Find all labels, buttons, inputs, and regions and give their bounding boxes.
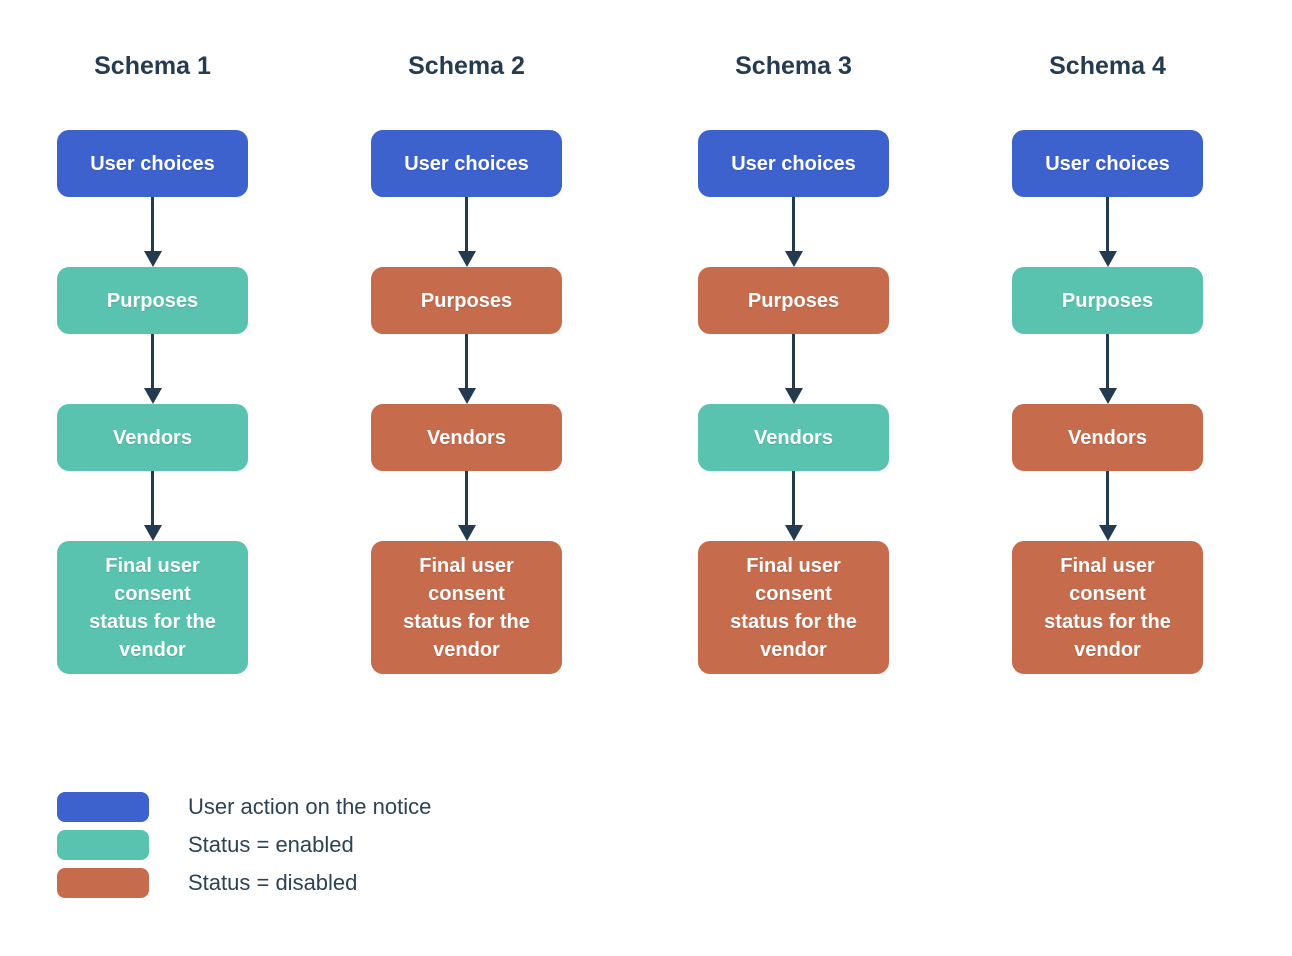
arrow-head-icon xyxy=(457,525,476,541)
legend: User action on the notice Status = enabl… xyxy=(57,792,431,898)
arrow-head-icon xyxy=(143,525,162,541)
node-label: Vendors xyxy=(1068,426,1147,449)
node-label: User choices xyxy=(731,152,856,175)
schema-1-user-choices-box: User choices xyxy=(57,130,248,197)
schema-1-purposes-box: Purposes xyxy=(57,267,248,334)
legend-swatch-disabled xyxy=(57,868,149,898)
legend-row-disabled: Status = disabled xyxy=(57,868,431,898)
schema-3-user-choices-box: User choices xyxy=(698,130,889,197)
node-label: Final user consent status for the vendor xyxy=(730,554,857,661)
down-arrow xyxy=(457,197,476,267)
arrow-head-icon xyxy=(143,251,162,267)
arrow-head-icon xyxy=(457,251,476,267)
schema-4-purposes-box: Purposes xyxy=(1012,267,1203,334)
schema-1-column: Schema 1 User choices Purposes Vendors F… xyxy=(57,50,248,674)
schema-4-column: Schema 4 User choices Purposes Vendors F… xyxy=(1012,50,1203,674)
down-arrow xyxy=(1098,197,1117,267)
legend-label: Status = disabled xyxy=(188,870,358,895)
legend-swatch-user-action xyxy=(57,792,149,822)
down-arrow xyxy=(1098,471,1117,541)
schema-4-vendors-box: Vendors xyxy=(1012,404,1203,471)
schema-2-column: Schema 2 User choices Purposes Vendors F… xyxy=(371,50,562,674)
schema-4-user-choices-box: User choices xyxy=(1012,130,1203,197)
down-arrow xyxy=(143,197,162,267)
legend-row-enabled: Status = enabled xyxy=(57,830,431,860)
arrow-head-icon xyxy=(1098,388,1117,404)
down-arrow xyxy=(143,471,162,541)
arrow-head-icon xyxy=(1098,251,1117,267)
legend-swatch-enabled xyxy=(57,830,149,860)
schema-3-purposes-box: Purposes xyxy=(698,267,889,334)
node-label: User choices xyxy=(90,152,215,175)
schema-3-final-consent-box: Final user consent status for the vendor xyxy=(698,541,889,674)
node-label: Purposes xyxy=(1061,289,1154,312)
schema-1-title: Schema 1 xyxy=(94,52,211,80)
node-label: Purposes xyxy=(747,289,840,312)
arrow-head-icon xyxy=(784,525,803,541)
node-label: Vendors xyxy=(427,426,506,449)
schema-4-title: Schema 4 xyxy=(1049,52,1166,80)
schema-1-final-consent-box: Final user consent status for the vendor xyxy=(57,541,248,674)
schema-2-title: Schema 2 xyxy=(408,52,525,80)
schema-3-column: Schema 3 User choices Purposes Vendors F… xyxy=(698,50,889,674)
schema-4-final-consent-box: Final user consent status for the vendor xyxy=(1012,541,1203,674)
node-label: User choices xyxy=(1045,152,1170,175)
node-label: User choices xyxy=(404,152,529,175)
node-label: Purposes xyxy=(106,289,199,312)
arrow-head-icon xyxy=(457,388,476,404)
legend-label: Status = enabled xyxy=(188,832,354,857)
arrow-head-icon xyxy=(143,388,162,404)
schema-2-user-choices-box: User choices xyxy=(371,130,562,197)
legend-row-user-action: User action on the notice xyxy=(57,792,431,822)
schema-3-title: Schema 3 xyxy=(735,52,852,80)
schema-1-vendors-box: Vendors xyxy=(57,404,248,471)
node-label: Final user consent status for the vendor xyxy=(403,554,530,661)
schema-3-vendors-box: Vendors xyxy=(698,404,889,471)
down-arrow xyxy=(784,197,803,267)
down-arrow xyxy=(784,334,803,404)
down-arrow xyxy=(143,334,162,404)
node-label: Final user consent status for the vendor xyxy=(89,554,216,661)
down-arrow xyxy=(1098,334,1117,404)
legend-label: User action on the notice xyxy=(188,794,432,819)
schema-2-vendors-box: Vendors xyxy=(371,404,562,471)
down-arrow xyxy=(457,471,476,541)
down-arrow xyxy=(457,334,476,404)
node-label: Vendors xyxy=(113,426,192,449)
arrow-head-icon xyxy=(784,388,803,404)
down-arrow xyxy=(784,471,803,541)
node-label: Final user consent status for the vendor xyxy=(1044,554,1171,661)
schema-2-final-consent-box: Final user consent status for the vendor xyxy=(371,541,562,674)
arrow-head-icon xyxy=(784,251,803,267)
schema-2-purposes-box: Purposes xyxy=(371,267,562,334)
arrow-head-icon xyxy=(1098,525,1117,541)
node-label: Vendors xyxy=(754,426,833,449)
node-label: Purposes xyxy=(420,289,513,312)
